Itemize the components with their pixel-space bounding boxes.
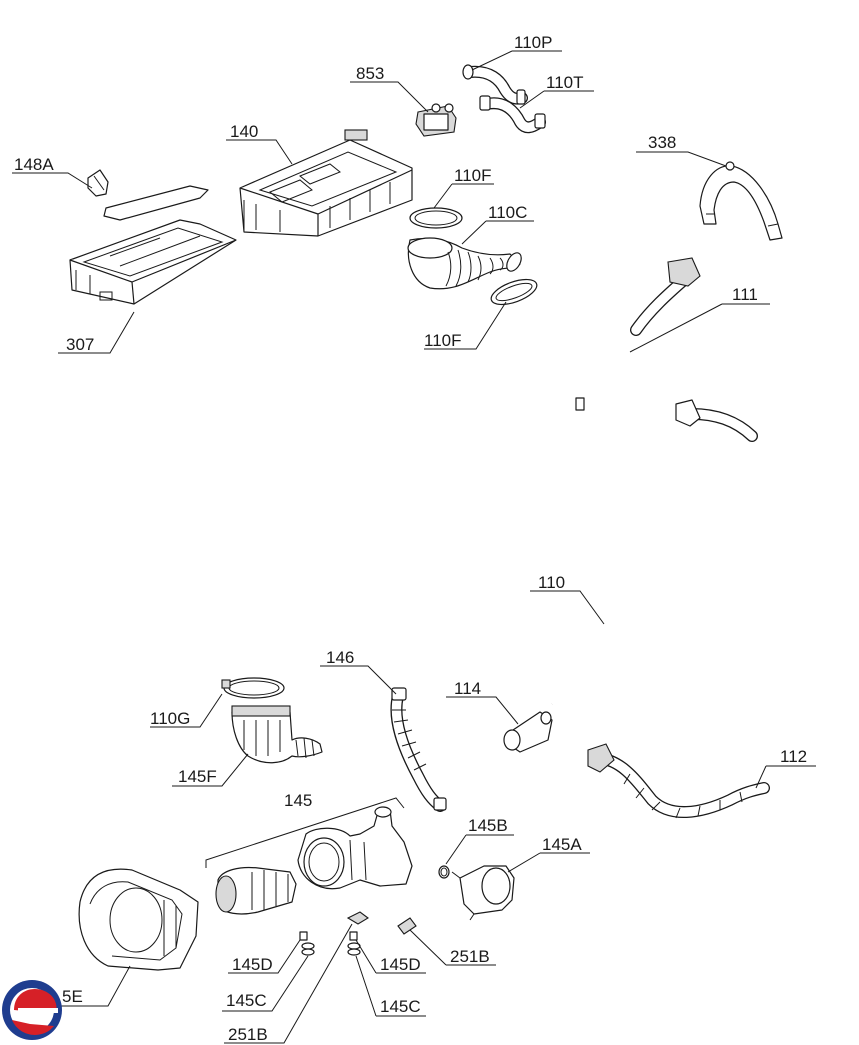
leader-lines	[12, 50, 816, 1044]
part-145-pump	[297, 806, 413, 890]
label-110T: 110T	[546, 73, 584, 92]
part-146-hose	[390, 687, 447, 812]
label-110F-bottom: 110F	[424, 331, 462, 350]
label-307: 307	[66, 335, 94, 354]
label-110: 110	[538, 573, 565, 592]
label-145C-left: 145C	[226, 991, 267, 1010]
label-145D-right: 145D	[380, 955, 421, 974]
label-251B-right: 251B	[450, 947, 490, 966]
part-110P-hose	[462, 64, 528, 105]
label-111: 111	[732, 285, 758, 304]
part-110-long-hose	[550, 397, 608, 706]
label-146: 146	[326, 648, 354, 667]
part-145B-oring	[438, 865, 450, 879]
part-853-valve	[415, 103, 457, 137]
part-labels: 110P 853 110T 140 148A 110F 110C 338 110…	[14, 33, 807, 1044]
label-110C: 110C	[488, 203, 527, 222]
part-338-hose-guide	[699, 161, 783, 241]
label-148A: 148A	[14, 155, 54, 174]
label-251B-left: 251B	[228, 1025, 268, 1044]
part-110C-bellows	[407, 237, 522, 290]
label-145E: 5E	[62, 987, 83, 1006]
part-145D-right	[349, 931, 358, 941]
part-114-connector	[503, 711, 553, 753]
part-110F-top-gasket	[409, 207, 463, 229]
brand-logo	[2, 980, 62, 1040]
part-251B-right	[397, 917, 417, 935]
label-145: 145	[284, 791, 312, 810]
label-110G: 110G	[150, 709, 190, 728]
part-145-filter	[215, 866, 297, 915]
label-853: 853	[356, 64, 384, 83]
part-251B-left	[346, 911, 369, 925]
label-145A: 145A	[542, 835, 582, 854]
part-110G-clamp	[221, 677, 285, 699]
label-110F-top: 110F	[454, 166, 492, 185]
label-145B: 145B	[468, 816, 508, 835]
label-338: 338	[648, 133, 676, 152]
label-145D-left: 145D	[232, 955, 273, 974]
label-140: 140	[230, 122, 258, 141]
label-145C-right: 145C	[380, 997, 421, 1016]
part-148A-bracket	[87, 169, 109, 197]
part-145E-housing	[78, 868, 199, 971]
part-145C-right	[347, 942, 361, 956]
label-145F: 145F	[178, 767, 217, 786]
label-110P: 110P	[514, 33, 552, 52]
part-110F-bottom-gasket	[490, 278, 538, 306]
part-145A-pump-cover	[451, 865, 515, 921]
label-112: 112	[780, 747, 807, 766]
part-145D-left	[299, 931, 308, 941]
part-140-dispenser-housing	[239, 129, 413, 237]
part-112-drain-hose	[587, 743, 770, 819]
label-114: 114	[454, 679, 481, 698]
part-111-inlet-hose	[616, 257, 776, 508]
part-145F-bellows	[231, 705, 323, 764]
part-145C-left	[301, 942, 315, 956]
part-110T-hose	[479, 95, 546, 134]
part-307-drawer	[69, 185, 237, 305]
